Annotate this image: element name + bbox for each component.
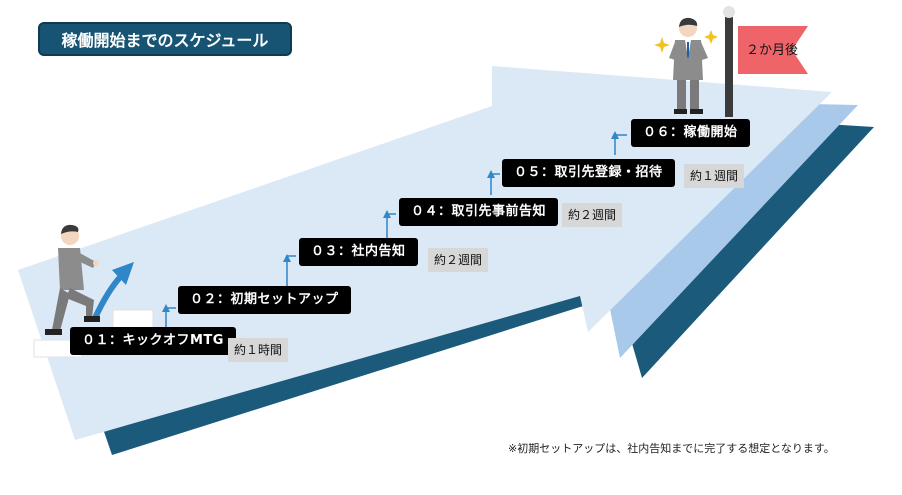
step-05-label: ０５：取引先登録・招待 bbox=[502, 159, 675, 187]
step-06-label: ０６：稼働開始 bbox=[631, 119, 750, 147]
climbing-person-icon bbox=[45, 224, 100, 335]
step-03-label: ０３：社内告知 bbox=[299, 238, 418, 266]
sparkle-icons bbox=[654, 30, 718, 53]
step-01-duration: 約１時間 bbox=[228, 338, 289, 362]
step-02-label: ０２：初期セットアップ bbox=[178, 286, 351, 314]
goal-flag bbox=[738, 26, 808, 74]
goal-flag-label: ２か月後 bbox=[745, 43, 798, 58]
connector-arrowheads bbox=[162, 131, 619, 312]
step-04-duration: 約２週間 bbox=[562, 203, 623, 227]
flag-pole-top bbox=[723, 6, 735, 18]
step-03-duration: 約２週間 bbox=[428, 248, 489, 272]
step-05-duration: 約１週間 bbox=[684, 164, 745, 188]
footnote: ※初期セットアップは、社内告知までに完了する想定となります。 bbox=[508, 442, 835, 455]
step-01-label: ０１：キックオフMTG bbox=[70, 327, 236, 355]
page-title: 稼働開始までのスケジュール bbox=[38, 22, 292, 56]
step-04-label: ０４：取引先事前告知 bbox=[399, 198, 559, 226]
standing-person-icon bbox=[669, 17, 708, 114]
growth-arrowhead bbox=[112, 262, 134, 285]
flag-pole bbox=[725, 17, 733, 117]
